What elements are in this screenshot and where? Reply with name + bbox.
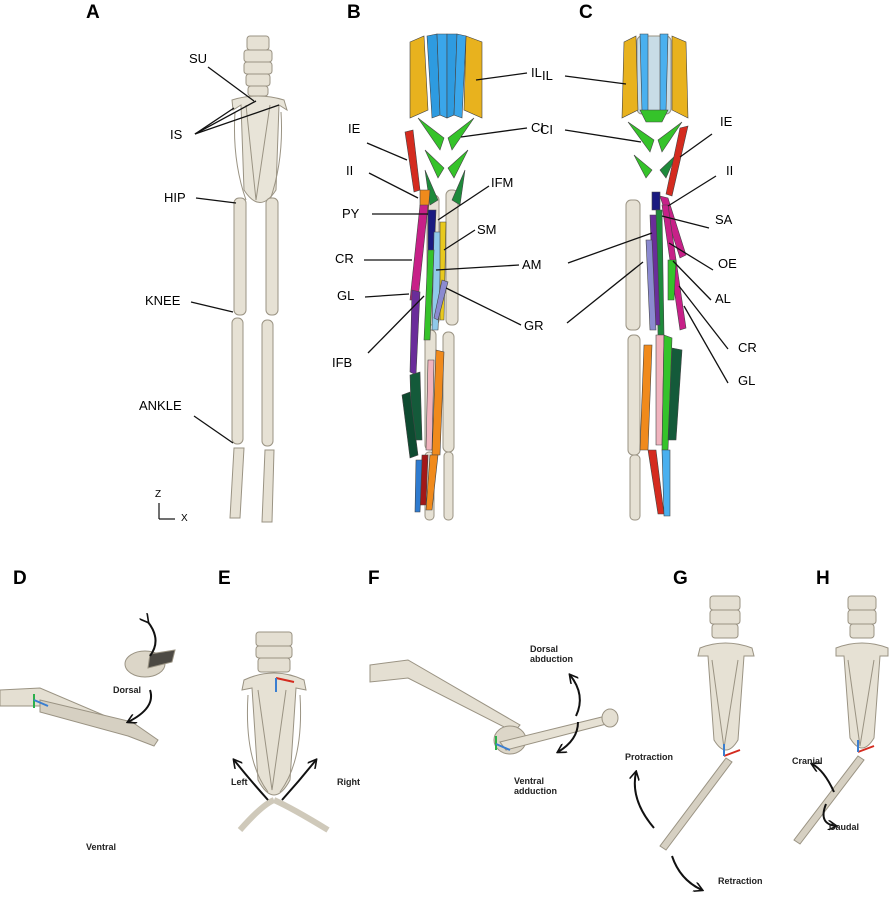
label-is: IS xyxy=(170,127,183,142)
label-hip: HIP xyxy=(164,190,186,205)
motion-label-g-protraction: Protraction xyxy=(625,752,674,762)
panel-f-arrows xyxy=(558,675,581,752)
panel-label-a: A xyxy=(86,2,100,23)
panel-a-leader-lines xyxy=(190,66,280,444)
panel-label-d: D xyxy=(13,568,27,589)
label-b-il: IL xyxy=(531,65,542,80)
motion-label-g-retraction: Retraction xyxy=(718,876,763,886)
panel-e-bones xyxy=(237,631,330,833)
panel-d-arrows xyxy=(128,622,157,722)
label-knee: KNEE xyxy=(145,293,181,308)
label-c-sa: SA xyxy=(715,212,733,227)
label-c-ii: II xyxy=(726,163,734,178)
label-b-ii: II xyxy=(346,163,354,178)
label-b-sm: SM xyxy=(477,222,497,237)
label-c-oe: OE xyxy=(718,256,737,271)
panel-g-bones xyxy=(659,595,755,851)
label-b-am: AM xyxy=(522,257,542,272)
label-c-cr: CR xyxy=(738,340,757,355)
panel-d-bones xyxy=(0,649,176,747)
motion-label-f-dorsal-line1: Dorsal xyxy=(530,644,559,654)
label-ankle: ANKLE xyxy=(139,398,182,413)
label-b-py: PY xyxy=(342,206,360,221)
motion-label-h-cranial: Cranial xyxy=(792,756,823,766)
label-c-il: IL xyxy=(542,68,553,83)
label-c-ie: IE xyxy=(720,114,733,129)
axis-z-label: Z xyxy=(155,489,162,500)
axis-x-label: X xyxy=(181,513,188,524)
motion-label-h-caudal: Caudal xyxy=(829,822,860,832)
panel-h-bones xyxy=(793,595,889,845)
panel-g-arrows xyxy=(635,772,702,890)
panel-h-arrows xyxy=(812,764,836,826)
label-c-gl: GL xyxy=(738,373,756,388)
label-b-ie: IE xyxy=(348,121,361,136)
panel-label-c: C xyxy=(579,2,593,23)
motion-label-e-left: Left xyxy=(231,777,248,787)
panel-label-h: H xyxy=(816,568,830,589)
panel-c-leader-lines xyxy=(564,75,729,384)
label-b-ci: CI xyxy=(531,120,544,135)
motion-label-f-ventral-adduction: Ventral adduction xyxy=(514,776,557,797)
axis-glyph xyxy=(158,503,175,520)
motion-label-f-dorsal-abduction: Dorsal abduction xyxy=(530,644,573,665)
panel-c-muscles xyxy=(621,33,689,517)
label-su: SU xyxy=(189,51,208,66)
label-b-gl: GL xyxy=(337,288,355,303)
motion-label-f-ventral-line1: Ventral xyxy=(514,776,545,786)
motion-label-f-dorsal-line2: abduction xyxy=(530,654,573,665)
panel-b-leader-lines xyxy=(364,72,528,354)
panel-label-b: B xyxy=(347,2,361,23)
motion-label-e-right: Right xyxy=(337,777,360,787)
label-b-cr: CR xyxy=(335,251,354,266)
label-c-ci: CI xyxy=(540,122,553,137)
label-b-gr: GR xyxy=(524,318,544,333)
panel-b-muscles xyxy=(401,33,483,513)
motion-label-f-ventral-line2: adduction xyxy=(514,786,557,797)
panel-label-e: E xyxy=(218,568,231,589)
motion-label-d-ventral: Ventral xyxy=(86,842,117,852)
label-c-al: AL xyxy=(715,291,731,306)
panel-f-bones xyxy=(369,659,619,755)
motion-label-d-dorsal: Dorsal xyxy=(113,685,142,695)
label-b-ifm: IFM xyxy=(491,175,514,190)
panel-label-f: F xyxy=(368,568,380,589)
panel-label-g: G xyxy=(673,568,688,589)
panel-a-skeleton xyxy=(229,35,288,523)
panel-e-arrows xyxy=(234,760,316,801)
label-b-ifb: IFB xyxy=(332,355,353,370)
